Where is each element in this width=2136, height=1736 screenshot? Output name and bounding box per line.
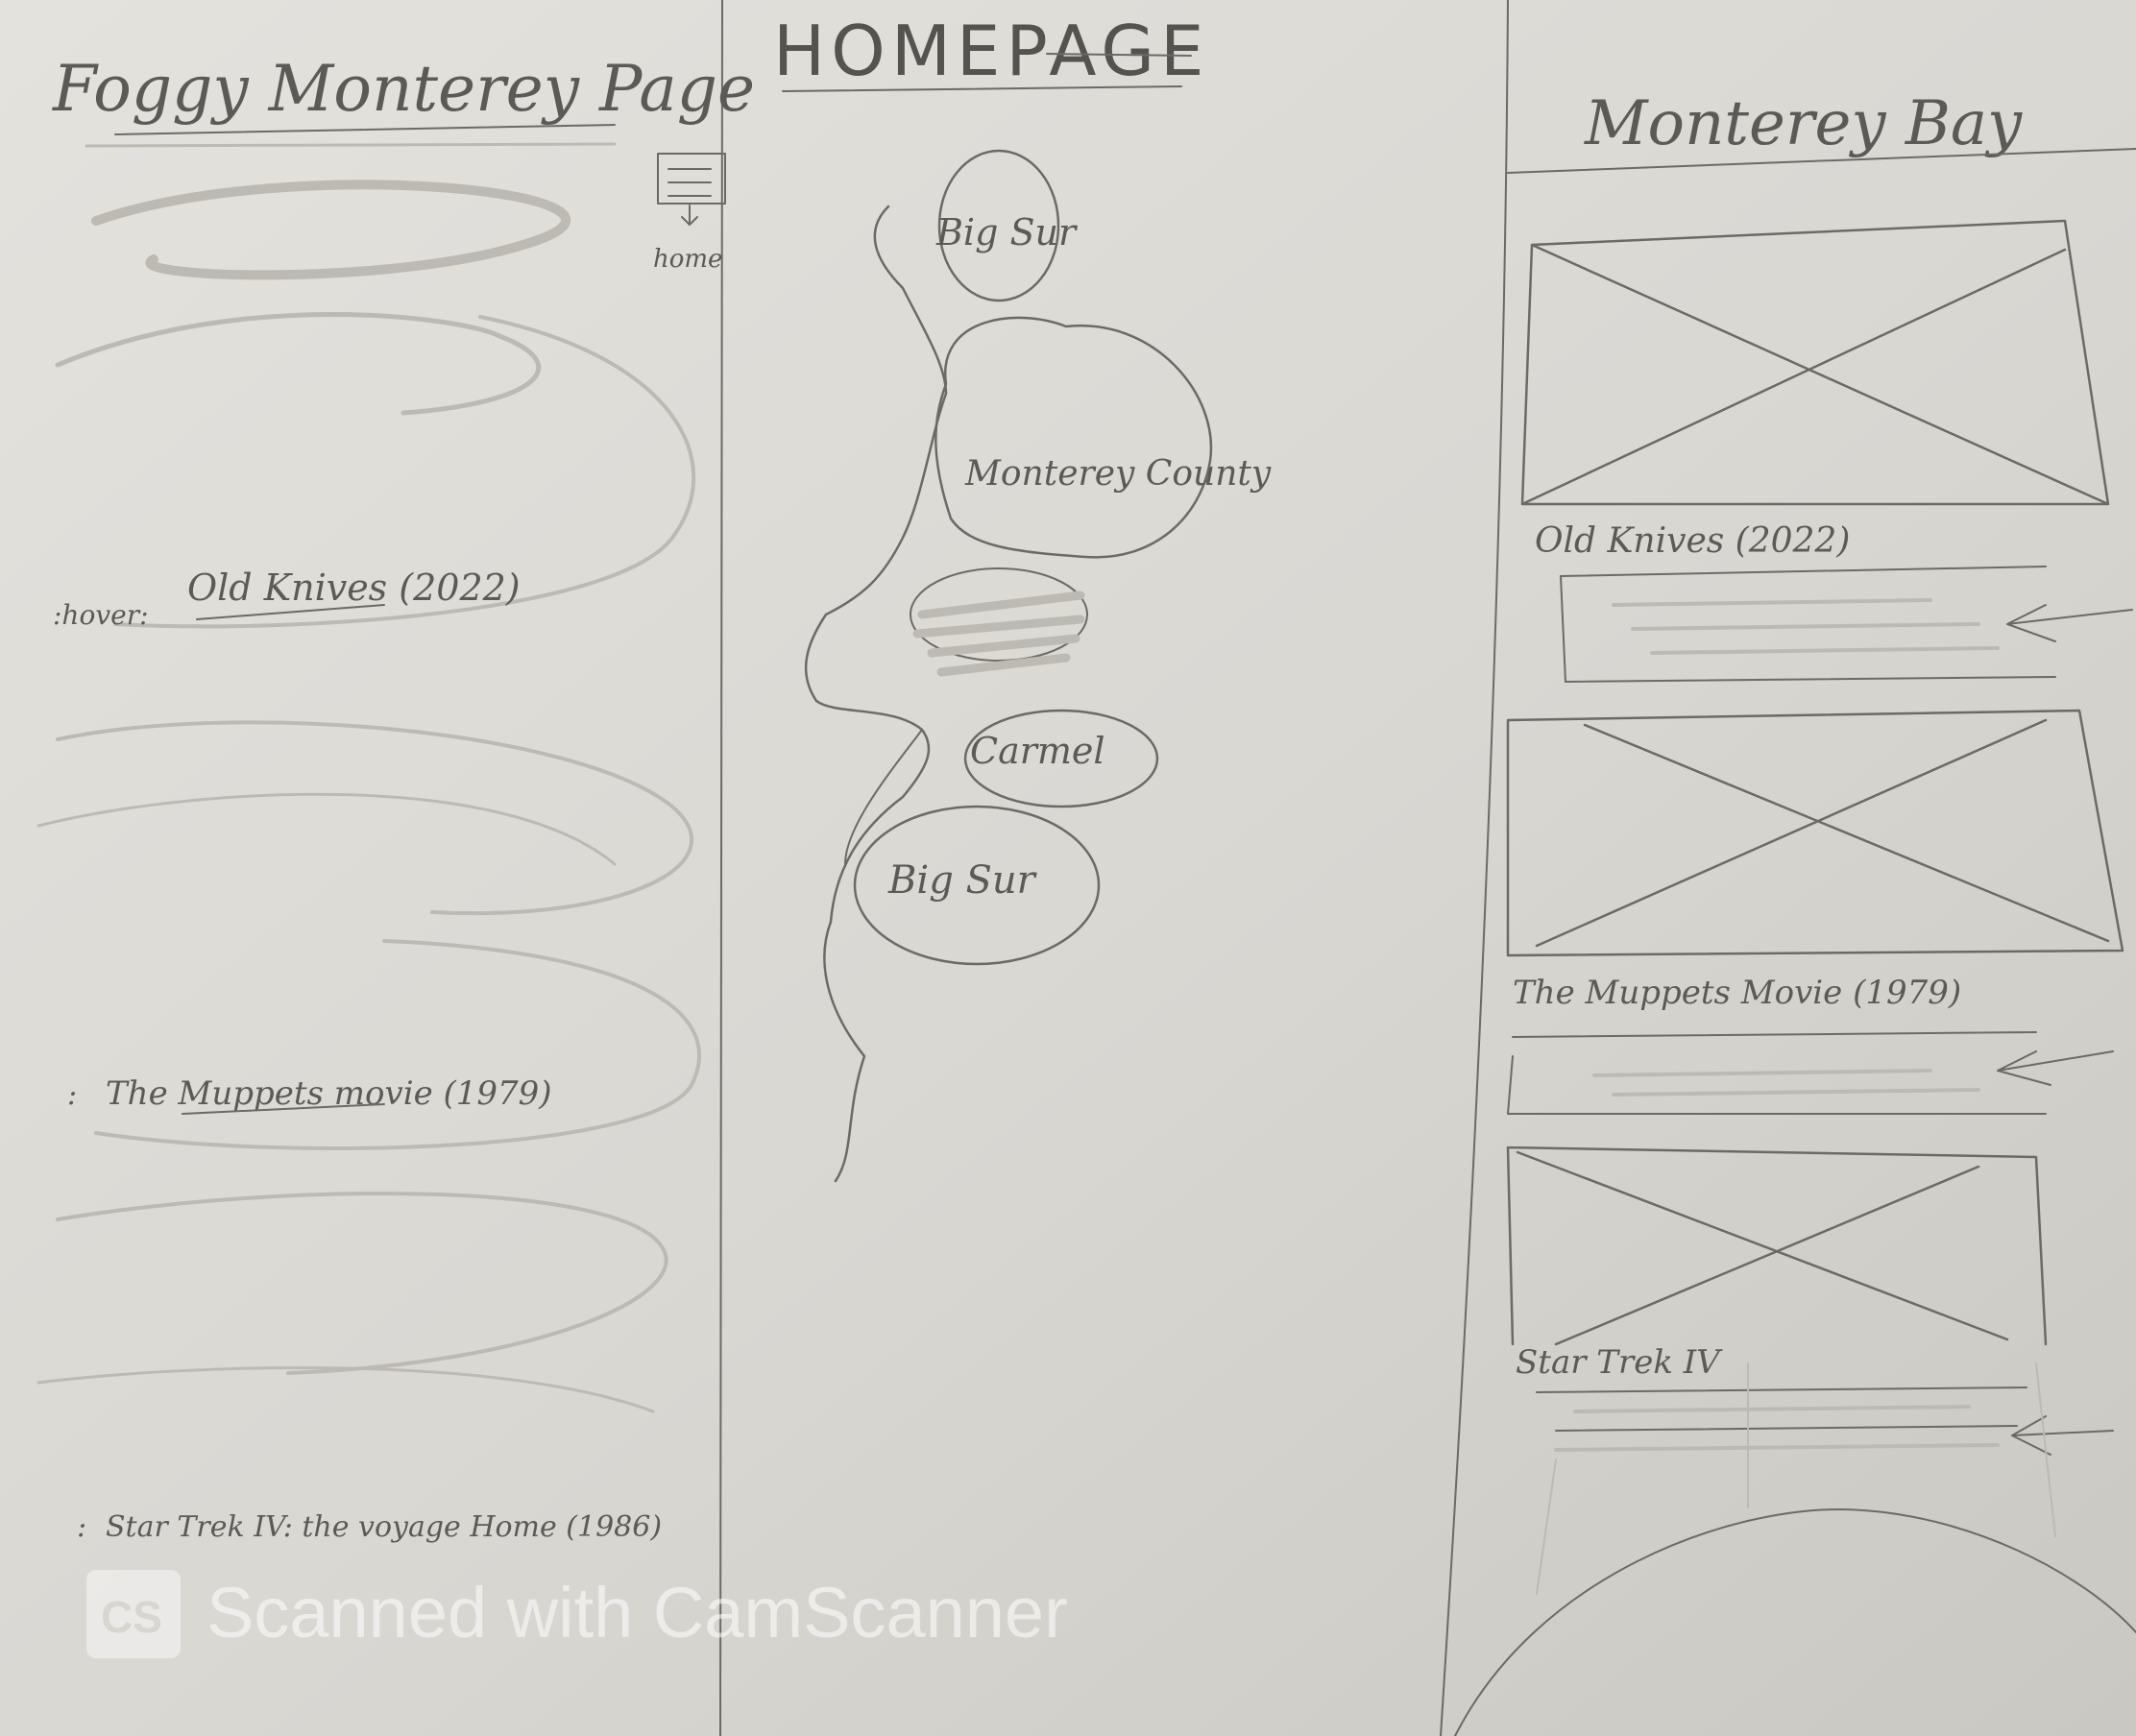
right-panel-title: Monterey Bay [1584,88,2023,159]
left-list-item[interactable]: :hover: Old Knives (2022) [53,567,521,631]
card-caption[interactable]: Star Trek IV [1516,1343,1723,1382]
region-bubble[interactable]: Big Sur [935,149,1079,302]
right-panel: Monterey Bay Old Knives (2022) The Muppe… [1454,88,2136,1736]
list-item-prefix: : [77,1510,86,1544]
movie-card[interactable]: The Muppets Movie (1979) [1506,709,2124,1115]
left-arrow-icon[interactable] [2006,604,2133,642]
homepage-title: HOMEPAGE [773,11,1210,91]
list-item-title[interactable]: Old Knives (2022) [187,567,521,609]
center-panel: HOMEPAGE Big Sur Monterey County Carmel … [773,11,1272,1183]
left-list-item[interactable]: : Star Trek IV: the voyage Home (1986) [77,1510,662,1544]
left-list-item[interactable]: : The Muppets movie (1979) [67,1074,552,1115]
menu-home-label[interactable]: home [653,245,722,274]
card-caption[interactable]: Old Knives (2022) [1535,521,1850,561]
camscanner-badge: CS [101,1592,162,1642]
image-placeholder [1520,219,2110,506]
movie-card[interactable]: Old Knives (2022) [1520,219,2133,683]
image-placeholder [1506,1145,2048,1346]
hamburger-menu-icon[interactable] [657,153,726,226]
camscanner-logo-icon [86,1570,181,1658]
footer-arc [1454,1507,2136,1736]
left-arrow-icon[interactable] [2011,1415,2114,1456]
list-item-title[interactable]: Star Trek IV: the voyage Home (1986) [106,1510,662,1544]
left-panel-title: Foggy Monterey Page [52,52,755,126]
region-bubble[interactable]: Big Sur [853,805,1101,966]
region-label[interactable]: Big Sur [887,858,1038,903]
camscanner-text: Scanned with CamScanner [206,1573,1068,1652]
fog-wave-strokes [36,180,702,1413]
camscanner-watermark: CS Scanned with CamScanner [86,1570,1068,1658]
card-caption[interactable]: The Muppets Movie (1979) [1513,974,1961,1012]
shaded-region [910,567,1088,677]
image-placeholder [1506,709,2124,957]
region-label[interactable]: Monterey County [964,454,1272,494]
region-label[interactable]: Carmel [970,730,1105,772]
left-panel: Foggy Monterey Page home :hover: Old Kni… [36,52,755,1544]
list-item-prefix: :hover: [53,599,149,631]
left-title-underline [114,124,616,135]
region-bubble[interactable]: Carmel [963,709,1159,808]
left-arrow-icon[interactable] [1997,1050,2114,1086]
panel-divider-right [1440,0,1509,1736]
movie-card[interactable]: Star Trek IV [1506,1145,2114,1456]
region-label[interactable]: Big Sur [935,211,1079,253]
coastline-outline [804,205,948,1183]
list-item-prefix: : [67,1078,77,1112]
region-bubble[interactable]: Monterey County [934,316,1272,559]
